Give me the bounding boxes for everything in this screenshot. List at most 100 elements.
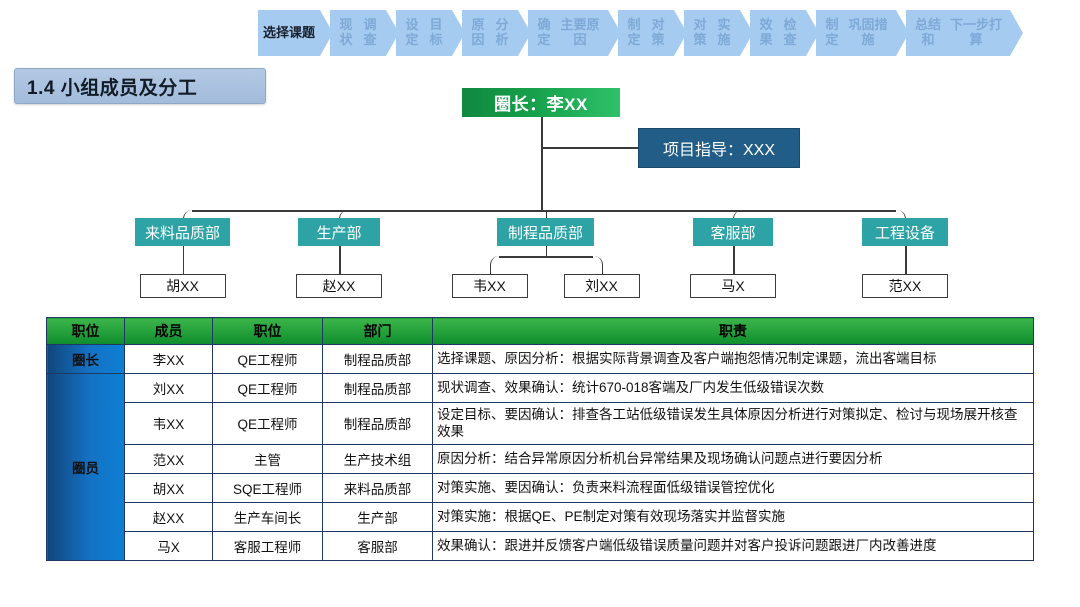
table-col-header: 成员 <box>124 317 213 345</box>
process-step-line: 现状 <box>339 17 353 47</box>
table-cell-member: 李XX <box>124 344 213 374</box>
page-title-text: 1.4 小组成员及分工 <box>27 77 198 99</box>
page-title: 1.4 小组成员及分工 <box>14 68 266 104</box>
member-drop <box>733 246 735 274</box>
process-step-line: 调查 <box>363 17 377 47</box>
process-step-5[interactable]: 确定主要原因 <box>528 10 621 56</box>
org-node-member: 韦XX <box>451 274 528 298</box>
member-drop <box>339 246 341 274</box>
process-step-9[interactable]: 制定巩固措施 <box>816 10 909 56</box>
process-step-3[interactable]: 设定目标 <box>396 10 465 56</box>
dept-bus-line <box>191 210 896 212</box>
org-node-department: 工程设备 <box>862 218 948 246</box>
table-cell-department: 来料品质部 <box>322 472 433 503</box>
member-drop <box>182 246 184 274</box>
table-cell-member: 范XX <box>124 443 213 474</box>
process-step-line: 主要原因 <box>560 17 600 47</box>
process-step-4[interactable]: 原因分析 <box>462 10 531 56</box>
org-chart: 圈长：李XX 项目指导：XXX 来料品质部胡XX 生产部赵XX 制程品质部韦XX 刘XX 客… <box>0 82 1080 312</box>
process-step-line: 设定 <box>405 17 419 47</box>
table-cell-duty: 选择课题、原因分析：根据实际背景调查及客户端抱怨情况制定课题，流出客端目标 <box>432 344 1034 374</box>
table-cell-duty: 设定目标、要因确认：排查各工站低级错误发生具体原因分析进行对策拟定、检讨与现场展… <box>432 402 1034 445</box>
advisor-branch-line <box>541 147 638 149</box>
process-step-1[interactable]: 选择课题 <box>258 10 333 56</box>
org-node-member: 刘XX <box>563 274 640 298</box>
table-cell-duty: 对策实施、要因确认：负责来料流程面低级错误管控优化 <box>432 472 1034 503</box>
dept-arc-2 <box>339 210 349 219</box>
process-step-2[interactable]: 现状调查 <box>330 10 399 56</box>
member-arc <box>489 256 500 265</box>
table-cell-duty: 现状调查、效果确认：统计670-018客端及厂内发生低级错误次数 <box>432 373 1034 403</box>
dept-drop-3 <box>545 210 547 218</box>
member-drop <box>905 246 907 274</box>
process-step-7[interactable]: 对策实施 <box>684 10 753 56</box>
member-drop <box>489 265 491 274</box>
table-col-header: 职位 <box>46 317 125 345</box>
member-arc <box>593 256 603 265</box>
org-node-member: 赵XX <box>296 274 382 298</box>
table-cell-position: QE工程师 <box>212 344 323 374</box>
table-cell-position: 客服工程师 <box>212 530 323 561</box>
table-cell-duty: 对策实施：根据QE、PE制定对策有效现场落实并监督实施 <box>432 501 1034 532</box>
table-cell-member: 胡XX <box>124 472 213 503</box>
process-step-line: 对策 <box>693 17 707 47</box>
process-step-10[interactable]: 总结和下一步打算 <box>906 10 1023 56</box>
table-cell-department: 生产技术组 <box>322 443 433 474</box>
process-step-line: 制定 <box>825 17 839 47</box>
process-step-line: 总结和 <box>914 17 941 47</box>
process-step-8[interactable]: 效果检查 <box>750 10 819 56</box>
role-cell-leader: 圈长 <box>46 344 125 374</box>
role-cell-members: 圈员 <box>46 373 125 561</box>
process-step-line: 目标 <box>429 17 443 47</box>
org-node-department: 来料品质部 <box>135 218 230 246</box>
table-cell-department: 生产部 <box>322 501 433 532</box>
table-cell-department: 制程品质部 <box>322 344 433 374</box>
table-cell-department: 制程品质部 <box>322 402 433 445</box>
org-node-member: 马X <box>690 274 776 298</box>
dept-arc-1 <box>182 210 193 219</box>
process-step-line: 确定 <box>537 17 551 47</box>
process-step-line: 检查 <box>783 17 797 47</box>
table-cell-position: 主管 <box>212 443 323 474</box>
table-col-header: 职位 <box>212 317 323 345</box>
table-col-header: 部门 <box>322 317 433 345</box>
org-node-member: 范XX <box>862 274 948 298</box>
org-node-member: 胡XX <box>139 274 226 298</box>
table-cell-position: 生产车间长 <box>212 501 323 532</box>
process-step-6[interactable]: 制定对策 <box>618 10 687 56</box>
org-node-department: 制程品质部 <box>497 218 594 246</box>
process-step-line: 对策 <box>651 17 665 47</box>
trunk-line <box>541 117 543 210</box>
process-step-line: 实施 <box>717 17 731 47</box>
org-node-advisor: 项目指导：XXX <box>638 128 800 168</box>
table-cell-member: 韦XX <box>124 402 213 445</box>
table-cell-member: 马X <box>124 530 213 561</box>
process-step-line: 选择 <box>262 24 289 40</box>
process-step-line: 分析 <box>495 17 509 47</box>
process-step-line: 巩固措施 <box>848 17 888 47</box>
org-node-department: 生产部 <box>298 218 380 246</box>
org-node-leader: 圈长：李XX <box>462 88 620 117</box>
table-cell-duty: 效果确认：跟进并反馈客户端低级错误质量问题并对客户投诉问题跟进厂内改善进度 <box>432 530 1034 561</box>
table-cell-member: 赵XX <box>124 501 213 532</box>
process-flow-banner: 选择课题现状调查设定目标原因分析确定主要原因制定对策对策实施效果检查制定巩固措施… <box>258 10 1023 56</box>
table-cell-position: QE工程师 <box>212 402 323 445</box>
table-cell-department: 制程品质部 <box>322 373 433 403</box>
table-cell-position: QE工程师 <box>212 373 323 403</box>
member-drop <box>601 265 603 274</box>
table-header-row: 职位成员职位部门职责 <box>46 317 1034 345</box>
org-node-department: 客服部 <box>693 218 773 246</box>
member-bus <box>498 256 593 258</box>
table-cell-duty: 原因分析：结合异常原因分析机台异常结果及现场确认问题点进行要因分析 <box>432 443 1034 474</box>
process-step-line: 下一步打算 <box>949 17 1002 47</box>
member-stem <box>545 246 547 256</box>
process-step-line: 课题 <box>289 24 316 40</box>
